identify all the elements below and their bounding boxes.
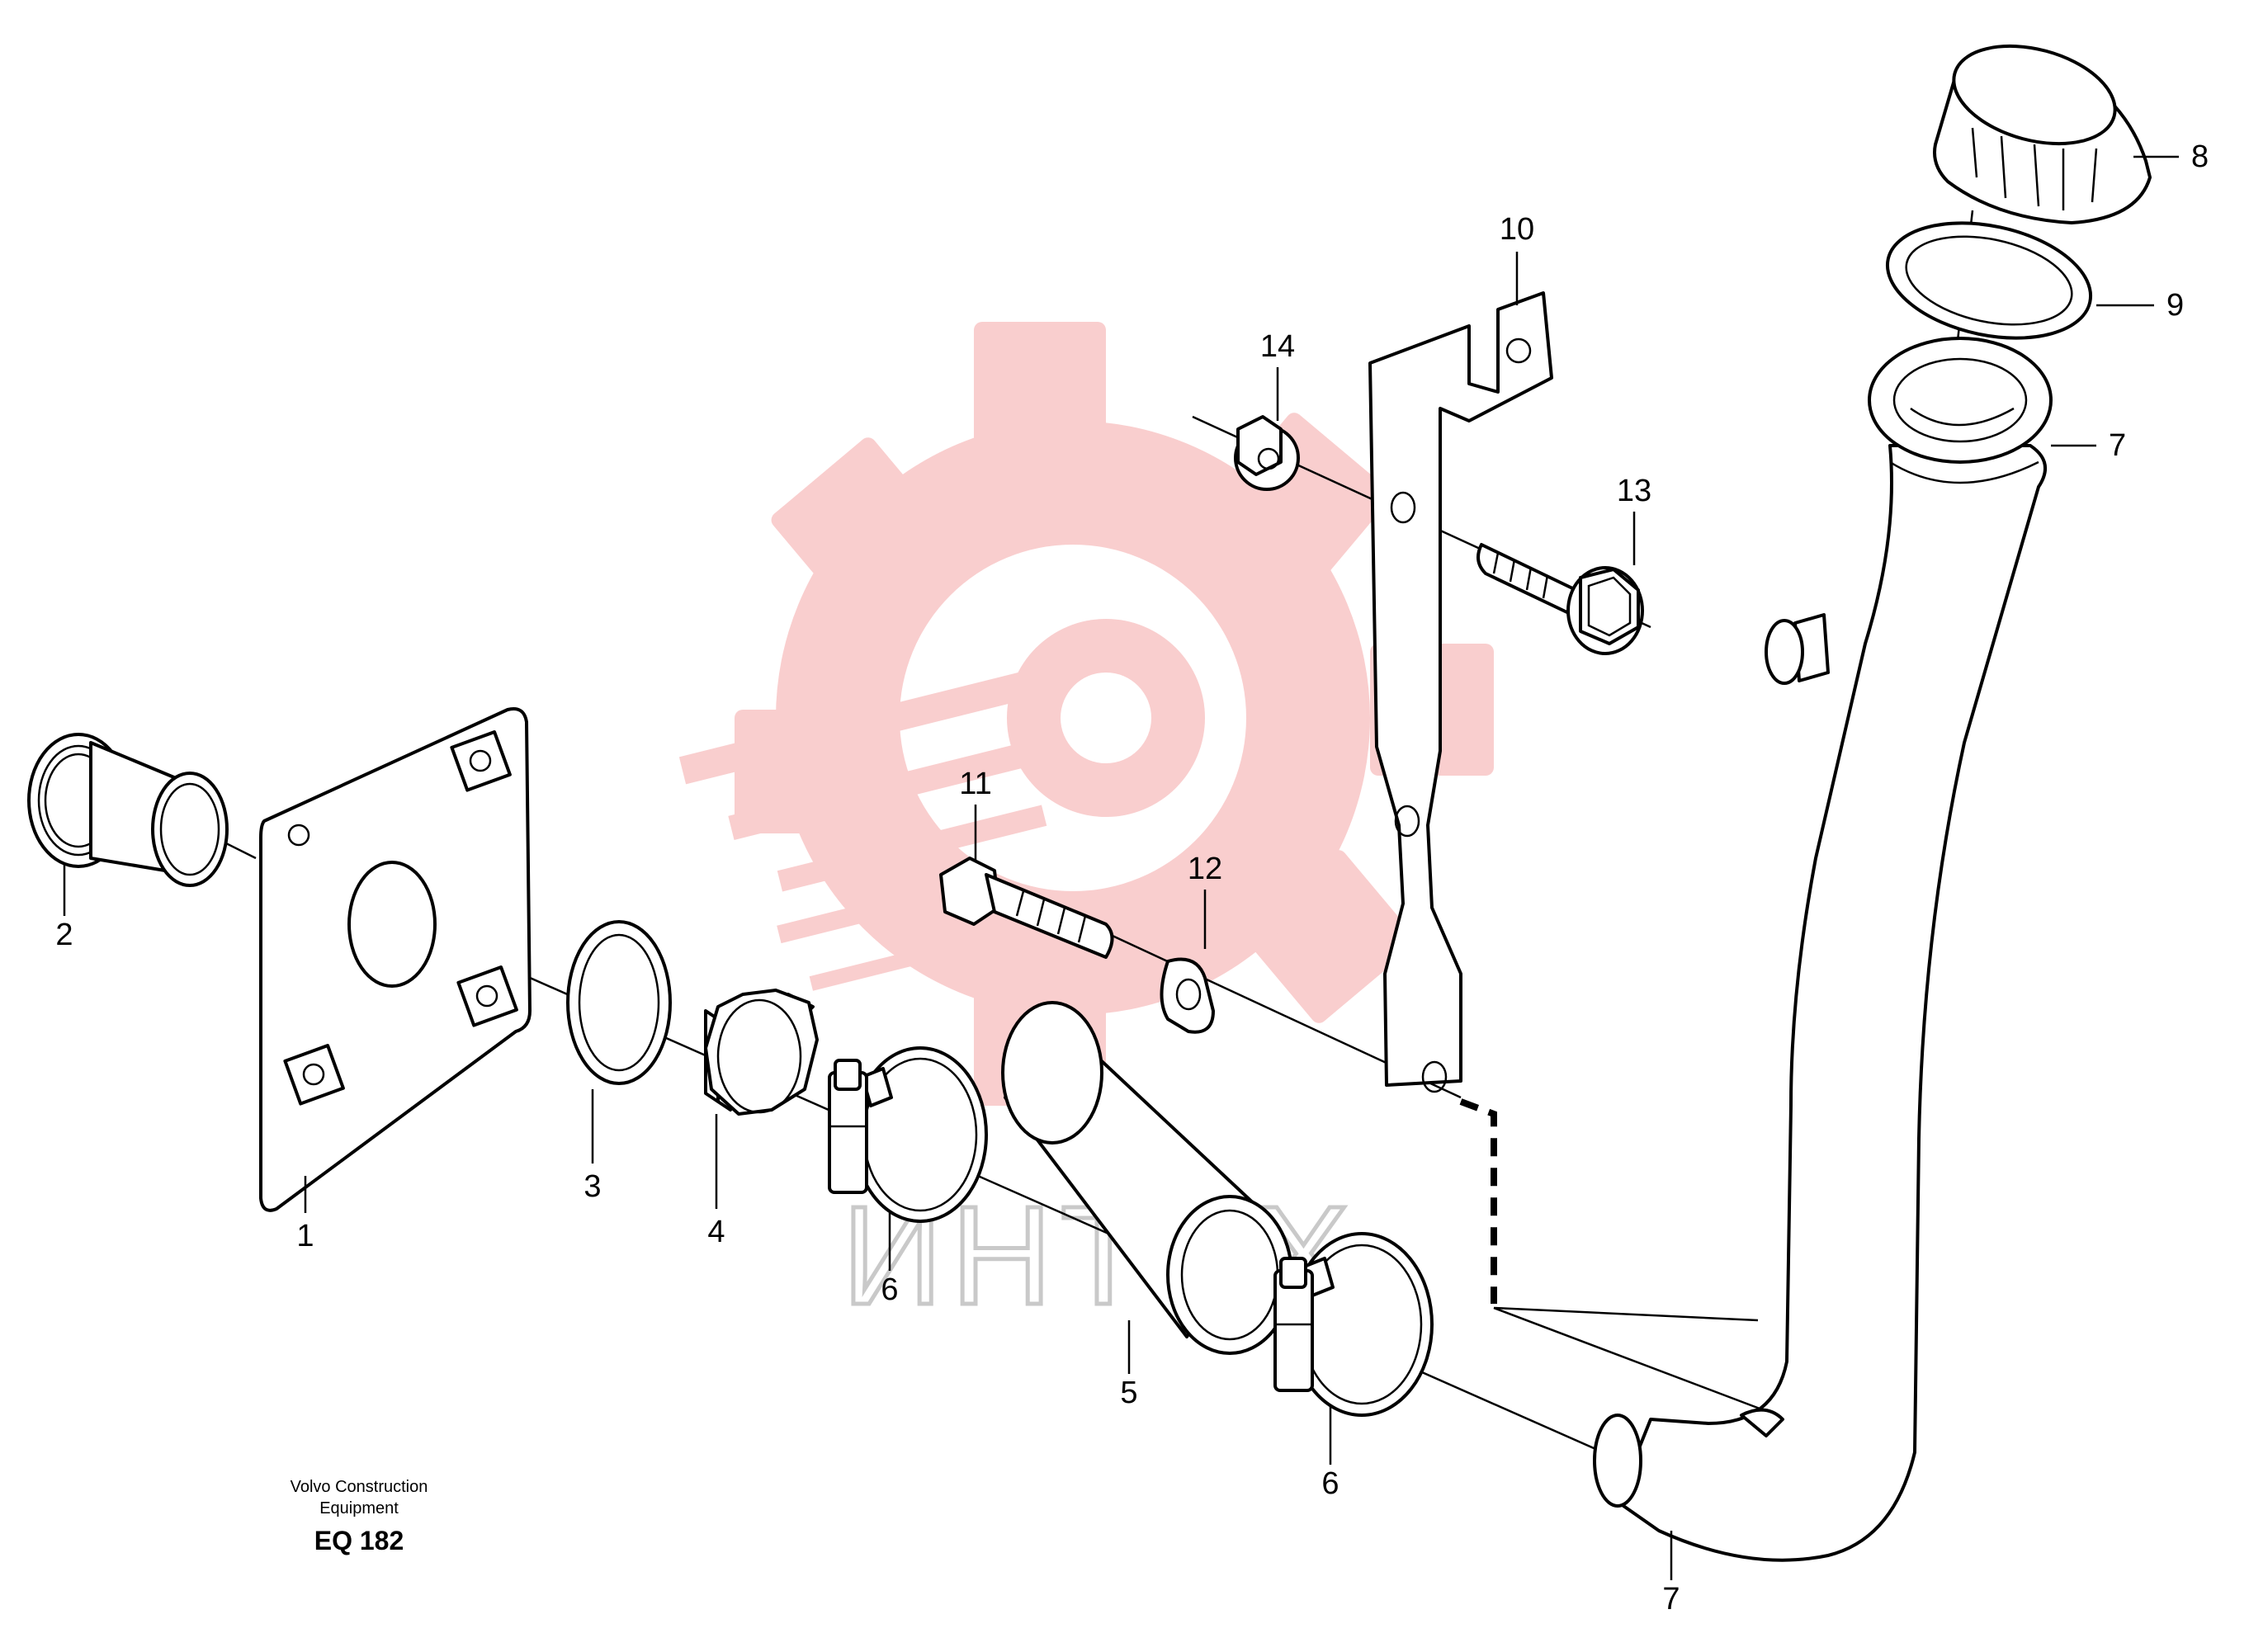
callout-12: 12 [1188, 852, 1222, 886]
part-13-flange-bolt [1476, 543, 1644, 655]
caption-line-1: Volvo Construction [291, 1478, 428, 1496]
callout-14: 14 [1260, 329, 1295, 364]
callout-10: 10 [1500, 212, 1534, 247]
callout-7-top: 7 [2109, 428, 2126, 463]
caption-code: EQ 182 [314, 1526, 404, 1555]
callout-6-right: 6 [1321, 1466, 1339, 1501]
callout-9: 9 [2166, 288, 2184, 323]
part-7-filler-pipe [1593, 337, 2053, 1562]
callout-1: 1 [296, 1219, 314, 1253]
part-12-tab-washer [1160, 957, 1215, 1034]
callout-8: 8 [2191, 139, 2209, 174]
callout-4: 4 [707, 1215, 725, 1249]
part-8-filler-cap [1933, 44, 2152, 224]
part-9-seal-ring [1885, 221, 2093, 340]
watermark-gear-logo [678, 322, 1494, 1106]
callout-6-left: 6 [881, 1272, 898, 1307]
callout-2: 2 [55, 918, 73, 952]
part-14-flange-nut [1234, 415, 1300, 491]
caption-line-2: Equipment [319, 1499, 399, 1517]
part-1-flange-plate [259, 707, 532, 1212]
callout-13: 13 [1617, 474, 1651, 508]
part-11-hex-bolt [939, 857, 1114, 959]
callout-labels: 2 1 3 4 6 5 6 7 7 9 8 10 11 12 13 14 [55, 139, 2209, 1617]
callout-leaders [63, 155, 2179, 1580]
part-6-hose-clamp-left [828, 1046, 988, 1223]
callout-3: 3 [584, 1169, 601, 1204]
callout-11: 11 [959, 767, 991, 801]
callout-5: 5 [1120, 1376, 1137, 1410]
part-6-hose-clamp-right [1273, 1232, 1434, 1417]
part-4-hex-nut [704, 989, 819, 1116]
diagram-caption: Volvo Construction Equipment EQ 182 [291, 1478, 428, 1555]
callout-7-bottom: 7 [1662, 1582, 1680, 1617]
part-2-plug [27, 733, 229, 887]
part-10-bracket [1368, 291, 1553, 1093]
part-3-o-ring [566, 920, 672, 1085]
